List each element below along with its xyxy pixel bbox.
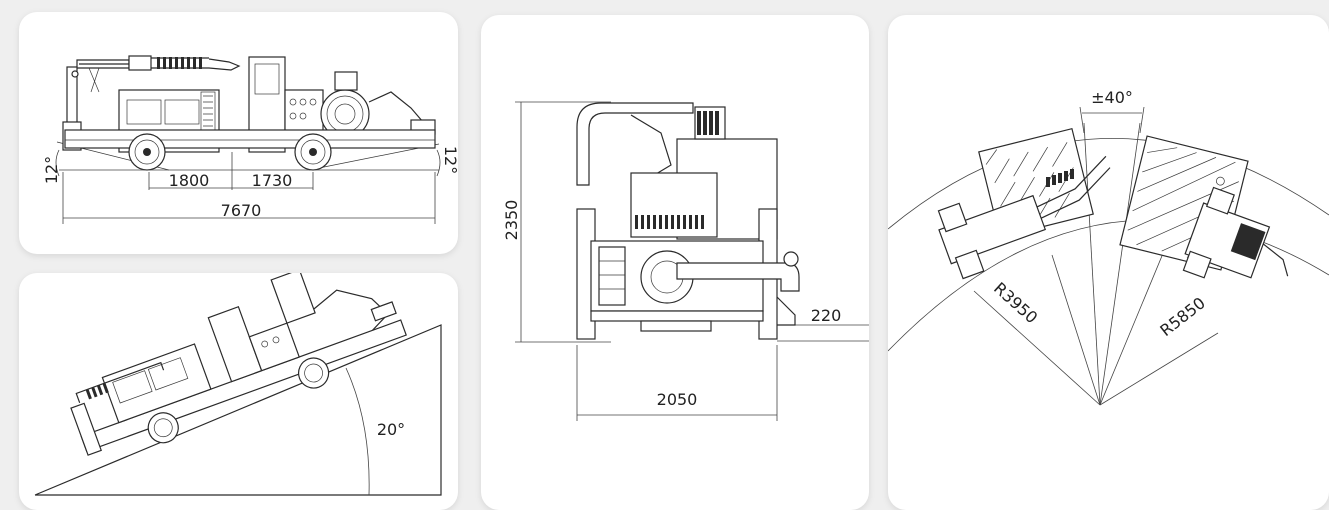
inner-radius-label: R3950 bbox=[990, 279, 1041, 328]
slope-view-drawing: 20° bbox=[34, 273, 442, 496]
turning-view-panel: ±40° R3950 R5850 bbox=[888, 15, 1329, 510]
width-label: 2050 bbox=[657, 390, 698, 409]
machine-front bbox=[576, 102, 800, 340]
machine-top bbox=[937, 155, 1289, 280]
height-label: 2350 bbox=[502, 200, 521, 241]
tilt-right-label: 12° bbox=[441, 146, 458, 174]
dim-wheelbase: 1730 bbox=[252, 171, 293, 190]
dim-total-length: 7670 bbox=[221, 201, 262, 220]
front-view-panel: 2350 2050 220 bbox=[481, 15, 869, 510]
chassis-body bbox=[64, 56, 436, 153]
clearance-label: 220 bbox=[811, 306, 842, 325]
machine-on-slope bbox=[70, 273, 407, 456]
outer-radius-label: R5850 bbox=[1156, 293, 1209, 340]
side-view-drawing: 12° 12° 1800 1730 7670 bbox=[42, 55, 458, 224]
tilt-left-label: 12° bbox=[42, 156, 61, 184]
slope-view-panel: 20° bbox=[19, 273, 458, 510]
wheels bbox=[128, 133, 332, 171]
swing-angle-label: ±40° bbox=[1091, 88, 1133, 107]
side-view-panel: 12° 12° 1800 1730 7670 bbox=[19, 12, 458, 254]
turning-view-drawing: ±40° R3950 R5850 bbox=[888, 88, 1329, 406]
front-view-drawing: 2350 2050 220 bbox=[502, 101, 869, 421]
dim-front-overhang: 1800 bbox=[169, 171, 210, 190]
slope-angle-label: 20° bbox=[377, 420, 405, 439]
